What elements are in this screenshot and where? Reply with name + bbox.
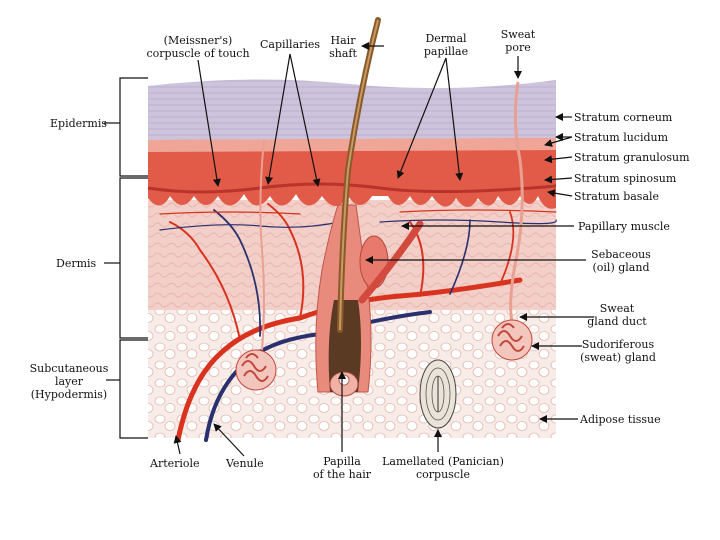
label-line: Sweat [584,302,650,315]
label-epidermis: Epidermis [50,117,107,130]
layer-brackets [104,78,148,438]
label-papilla-of-hair: Papilla of the hair [306,455,378,481]
label-line: Dermal [416,32,476,45]
label-line: Stratum corneum [574,111,672,124]
label-line: Adipose tissue [580,413,661,426]
label-sweat-gland-duct: Sweat gland duct [584,302,650,328]
label-line: Stratum basale [574,190,659,203]
label-line: gland duct [584,315,650,328]
label-papillary-muscle: Papillary muscle [578,220,670,233]
label-line: Hair [326,34,360,47]
label-dermal-papillae: Dermal papillae [416,32,476,58]
label-adipose-tissue: Adipose tissue [580,413,661,426]
label-line: Papilla [306,455,378,468]
label-stratum-spinosum: Stratum spinosum [574,172,676,185]
label-line: Sudoriferous [580,338,656,351]
label-stratum-lucidum: Stratum lucidum [574,131,668,144]
label-line: (Meissner's) [146,34,250,47]
label-line: Epidermis [50,117,107,130]
label-stratum-granulosum: Stratum granulosum [574,151,690,164]
label-line: (oil) gland [584,261,658,274]
label-hair-shaft: Hair shaft [326,34,360,60]
label-meissner-corpuscle: (Meissner's) corpuscle of touch [146,34,250,60]
label-venule: Venule [226,457,264,470]
label-line: Stratum spinosum [574,172,676,185]
label-subcutaneous: Subcutaneous layer (Hypodermis) [28,362,110,401]
label-line: Capillaries [260,38,320,51]
label-capillaries: Capillaries [260,38,320,51]
label-line: Arteriole [150,457,200,470]
label-line: shaft [326,47,360,60]
label-line: corpuscle [382,468,504,481]
label-dermis: Dermis [56,257,96,270]
lamellated-corpuscle [420,360,456,428]
label-line: Subcutaneous [28,362,110,375]
label-stratum-corneum: Stratum corneum [574,111,672,124]
label-line: Stratum lucidum [574,131,668,144]
label-line: Sebaceous [584,248,658,261]
label-line: Stratum granulosum [574,151,690,164]
label-line: Papillary muscle [578,220,670,233]
label-line: corpuscle of touch [146,47,250,60]
label-lamellated-corpuscle: Lamellated (Panician) corpuscle [382,455,504,481]
label-line: (sweat) gland [580,351,656,364]
label-stratum-basale: Stratum basale [574,190,659,203]
label-sudoriferous-gland: Sudoriferous (sweat) gland [580,338,656,364]
label-line: Sweat [496,28,540,41]
label-line: pore [496,41,540,54]
label-arteriole: Arteriole [150,457,200,470]
label-sweat-pore: Sweat pore [496,28,540,54]
label-line: papillae [416,45,476,58]
label-line: Venule [226,457,264,470]
label-line: Dermis [56,257,96,270]
label-line: layer [28,375,110,388]
label-line: of the hair [306,468,378,481]
label-line: Lamellated (Panician) [382,455,504,468]
label-line: (Hypodermis) [28,388,110,401]
label-sebaceous-gland: Sebaceous (oil) gland [584,248,658,274]
